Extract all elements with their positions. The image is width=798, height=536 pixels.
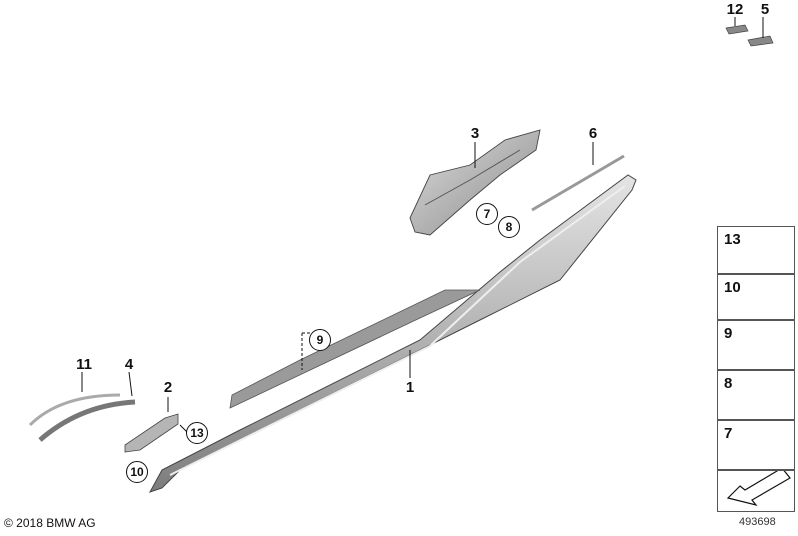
callout-2: 2 bbox=[163, 379, 173, 396]
panel-label-8: 8 bbox=[724, 375, 733, 392]
leader-lines bbox=[81, 17, 764, 433]
panel-label-10: 10 bbox=[724, 279, 741, 296]
pad-part-5 bbox=[747, 35, 774, 47]
wheel-arch-trims bbox=[28, 393, 136, 442]
circled-callout-13: 13 bbox=[186, 422, 208, 444]
fastener-panel-8: 8 bbox=[717, 370, 795, 420]
circled-callout-9: 9 bbox=[309, 329, 331, 351]
callout-3: 3 bbox=[470, 125, 480, 142]
fastener-panel-10: 10 bbox=[717, 274, 795, 320]
bracket-part bbox=[409, 129, 541, 236]
panel-label-9: 9 bbox=[724, 325, 733, 342]
side-sill-panel bbox=[148, 174, 637, 493]
pad-part-12 bbox=[725, 24, 749, 35]
fastener-panel-13: 13 bbox=[717, 226, 795, 274]
circled-callout-7: 7 bbox=[476, 203, 498, 225]
fastener-panel-9: 9 bbox=[717, 320, 795, 370]
circled-callout-8: 8 bbox=[498, 216, 520, 238]
trim-strip bbox=[531, 154, 625, 212]
fastener-panel-7: 7 bbox=[717, 420, 795, 470]
arrow-icon bbox=[726, 467, 791, 507]
panel-label-13: 13 bbox=[724, 231, 741, 248]
small-bracket bbox=[124, 413, 179, 453]
callout-6: 6 bbox=[588, 125, 598, 142]
callout-1: 1 bbox=[405, 379, 415, 396]
callout-11: 11 bbox=[76, 356, 92, 373]
copyright-text: © 2018 BMW AG bbox=[4, 516, 96, 530]
callout-4: 4 bbox=[124, 356, 134, 373]
callout-5: 5 bbox=[760, 1, 770, 18]
diagram-id: 493698 bbox=[739, 516, 776, 528]
callout-12: 12 bbox=[726, 1, 744, 18]
panel-label-7: 7 bbox=[724, 425, 733, 442]
circled-callout-10: 10 bbox=[126, 461, 148, 483]
navigation-arrow-panel[interactable] bbox=[717, 470, 795, 512]
